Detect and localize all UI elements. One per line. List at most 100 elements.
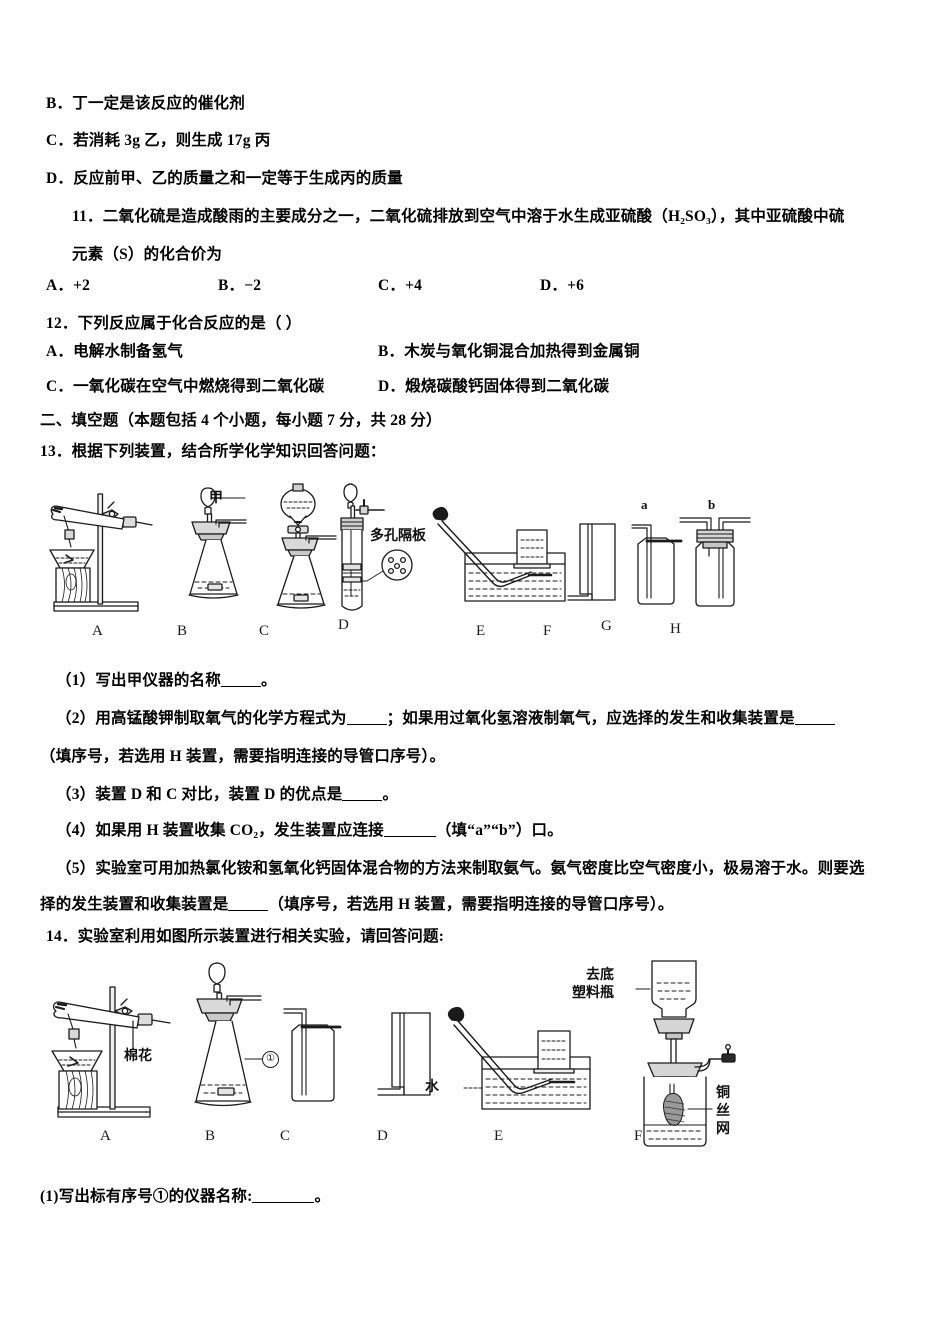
q13-part-5-blank[interactable] — [228, 910, 269, 911]
fig2-letter-b: B — [205, 1128, 216, 1144]
funnel-jia-label: 甲 — [209, 489, 223, 505]
q12-option-d: D．煅烧碳酸钙固体得到二氧化碳 — [378, 378, 609, 397]
copper-mesh-label-line1: 铜 — [716, 1084, 730, 1100]
q13-part-4-text: 如果用 H 装置收集 CO₂，发生装置应连接 — [95, 822, 384, 839]
q13-part-4-after: （填“a”“b”）口。 — [435, 822, 563, 839]
fig1-letter-c: C — [259, 623, 270, 639]
q13-part-2: （2）用高锰酸钾制取氧气的化学方程式为 ；如果用过氧化氢溶液制氧气，应选择的发生和… — [56, 710, 835, 729]
q14-part-1-no: (1) — [40, 1188, 59, 1205]
q11-option-b-label: B． — [218, 277, 245, 294]
q10-option-b-text: 丁一定是该反应的催化剂 — [72, 95, 245, 112]
q10-option-b-label: B． — [46, 95, 73, 112]
q13-part-2-text: 用高锰酸钾制取氧气的化学方程式为 — [95, 710, 347, 727]
q13-part-1-after: 。 — [260, 672, 277, 689]
q11-option-d-text: +6 — [567, 277, 585, 294]
q12-option-a-text: 电解水制备氢气 — [73, 343, 183, 360]
q13-part-4: （4）如果用 H 装置收集 CO₂，发生装置应连接 （填“a”“b”）口。 — [56, 822, 563, 841]
q13-stem: 13．根据下列装置，结合所学化学知识回答问题： — [40, 443, 386, 460]
q11-option-a-text: +2 — [73, 277, 91, 294]
q11-option-b: B．−2 — [218, 277, 261, 296]
q13-part-1: （1）写出甲仪器的名称 。 — [56, 672, 277, 691]
fig1-letter-h: H — [670, 621, 681, 637]
q12-stem: 12．下列反应属于化合反应的是（ ） — [46, 315, 302, 332]
q11-option-c: C．+4 — [378, 277, 422, 296]
porous-plate-label: 多孔隔板 — [370, 527, 426, 543]
fig1-letter-e: E — [476, 623, 486, 639]
q13-part-5: （5）实验室可用加热氯化铵和氢氧化钙固体混合物的方法来制取氨气。氨气密度比空气密… — [56, 860, 865, 879]
q13-part-4-blank[interactable] — [383, 836, 436, 837]
fig1-letter-b: B — [177, 623, 188, 639]
section-two-header: 二、填空题（本题包括 4 个小题，每小题 7 分，共 28 分） — [40, 412, 442, 429]
cut-bottle-label-line1: 去底 — [586, 966, 614, 982]
q13-part-5-no: （5） — [56, 860, 96, 877]
q11-option-a-label: A． — [46, 277, 74, 294]
q12-option-c: C．一氧化碳在空气中燃烧得到二氧化碳 — [46, 378, 324, 397]
q13-part-5-text: 实验室可用加热氯化铵和氢氧化钙固体混合物的方法来制取氨气。氨气密度比空气密度小，… — [95, 860, 865, 877]
q10-option-c-label: C． — [46, 132, 74, 149]
q12-option-d-label: D． — [378, 378, 406, 395]
q11-option-a: A．+2 — [46, 277, 90, 296]
q14-part-1-blank[interactable] — [252, 1202, 315, 1203]
q14-apparatus-figure: 棉花 ① 水 去底 塑料瓶 铜 丝 网 A B C D E F — [40, 955, 740, 1155]
copper-mesh-label-line3: 网 — [716, 1120, 730, 1136]
q11-option-d: D．+6 — [540, 277, 584, 296]
q10-option-b: B．丁一定是该反应的催化剂 — [46, 95, 245, 114]
q13-part-1-no: （1） — [56, 672, 96, 689]
cotton-label: 棉花 — [124, 1047, 152, 1063]
q12-option-b-text: 木炭与氧化铜混合加热得到金属铜 — [404, 343, 640, 360]
q13-part-2-cont: （填序号，若选用 H 装置，需要指明连接的导管口序号）。 — [40, 748, 446, 765]
fig1-letter-g: G — [601, 618, 612, 634]
q13-apparatus-figure: 甲 多孔隔板 a b A B C D E F G H — [40, 478, 751, 643]
q11-stem-line2: 元素（S）的化合价为 — [72, 246, 223, 263]
copper-mesh-label-line2: 丝 — [716, 1102, 730, 1118]
q13-part-3-after: 。 — [382, 786, 399, 803]
fig1-letter-d: D — [338, 617, 349, 633]
fig1-letter-a: A — [92, 623, 103, 639]
q14-stem: 14．实验室利用如图所示装置进行相关实验，请回答问题: — [46, 928, 445, 945]
water-label: 水 — [425, 1078, 439, 1094]
q13-part-4-no: （4） — [56, 822, 96, 839]
q13-part-2-mid: ；如果用过氧化氢溶液制氧气，应选择的发生和收集装置是 — [386, 710, 795, 727]
q13-part-5-cont-text: 择的发生装置和收集装置是 — [40, 896, 229, 913]
q10-option-c: C．若消耗 3g 乙，则生成 17g 丙 — [46, 132, 270, 151]
q11-option-c-text: +4 — [405, 277, 423, 294]
q10-option-d-text: 反应前甲、乙的质量之和一定等于生成丙的质量 — [73, 170, 403, 187]
cut-bottle-label-line2: 塑料瓶 — [572, 984, 614, 1000]
q13-part-3-no: （3） — [56, 786, 96, 803]
q13-part-3-blank[interactable] — [342, 800, 383, 801]
q10-option-c-text: 若消耗 3g 乙，则生成 17g 丙 — [73, 132, 271, 149]
q12-option-c-text: 一氧化碳在空气中燃烧得到二氧化碳 — [73, 378, 325, 395]
q13-part-5-cont: 择的发生装置和收集装置是（填序号，若选用 H 装置，需要指明连接的导管口序号）。 — [40, 896, 674, 915]
q11-option-c-label: C． — [378, 277, 406, 294]
q12-option-b-label: B． — [378, 343, 405, 360]
q13-part-2-no: （2） — [56, 710, 96, 727]
q13-part-2-blank-1[interactable] — [346, 724, 387, 725]
q12-option-a: A．电解水制备氢气 — [46, 343, 183, 362]
q12-option-c-label: C． — [46, 378, 74, 395]
q14-part-1-text: 写出标有序号①的仪器名称: — [58, 1188, 253, 1205]
q11-option-b-text: −2 — [244, 277, 262, 294]
marker-one-label: ① — [262, 1051, 279, 1068]
fig2-letter-c: C — [280, 1128, 291, 1144]
q12-option-b: B．木炭与氧化铜混合加热得到金属铜 — [378, 343, 640, 362]
q13-part-1-blank[interactable] — [220, 686, 261, 687]
q13-part-2-blank-2[interactable] — [794, 724, 835, 725]
q14-part-1-after: 。 — [314, 1188, 331, 1205]
q11-stem-line1: 11．二氧化硫是造成酸雨的主要成分之一，二氧化硫排放到空气中溶于水生成亚硫酸（H… — [72, 208, 845, 225]
fig2-letter-f: F — [634, 1128, 643, 1144]
q12-option-d-text: 煅烧碳酸钙固体得到二氧化碳 — [405, 378, 610, 395]
fig1-letter-f: F — [543, 623, 552, 639]
fig2-letter-d: D — [377, 1128, 388, 1144]
q10-option-d-label: D． — [46, 170, 74, 187]
q12-option-a-label: A． — [46, 343, 74, 360]
q10-option-d: D．反应前甲、乙的质量之和一定等于生成丙的质量 — [46, 170, 403, 189]
q13-part-3: （3）装置 D 和 C 对比，装置 D 的优点是 。 — [56, 786, 398, 805]
q11-option-d-label: D． — [540, 277, 568, 294]
port-a-label: a — [641, 497, 648, 512]
fig2-letter-a: A — [100, 1128, 111, 1144]
q13-part-1-text: 写出甲仪器的名称 — [95, 672, 221, 689]
q14-part-1: (1)写出标有序号①的仪器名称: 。 — [40, 1188, 330, 1207]
q13-part-3-text: 装置 D 和 C 对比，装置 D 的优点是 — [95, 786, 343, 803]
port-b-label: b — [708, 497, 716, 512]
